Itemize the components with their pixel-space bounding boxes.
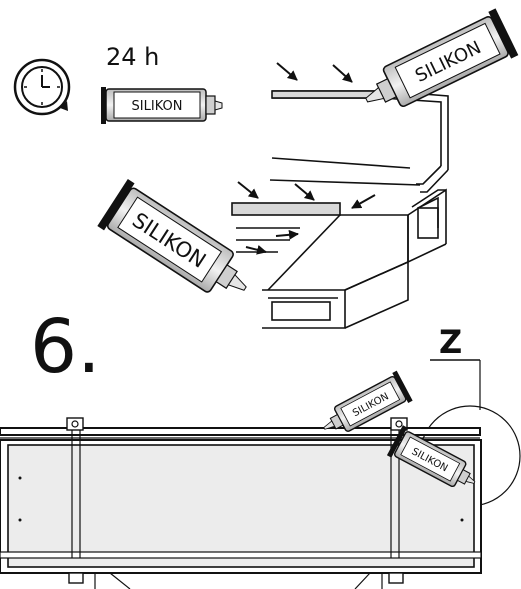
- profile-assembly: [231, 90, 449, 329]
- silicone-tube-bottom-b: SILIKON: [386, 425, 476, 488]
- duration-label: 24 h: [106, 43, 159, 71]
- detail-marker: Z: [439, 323, 462, 361]
- silicone-tube-bottom-a: SILIKON: [323, 370, 413, 432]
- silicone-tube-left: SILIKON: [97, 179, 247, 293]
- tube-label: SILIKON: [132, 99, 183, 114]
- step-number: 6.: [30, 304, 101, 390]
- frame-assembly: [0, 417, 482, 589]
- silicone-tube-icon: SILIKON: [101, 87, 223, 124]
- clock-icon: [13, 58, 71, 116]
- sealant-arrows: [237, 62, 376, 255]
- silicone-tube-top: SILIKON: [365, 8, 519, 108]
